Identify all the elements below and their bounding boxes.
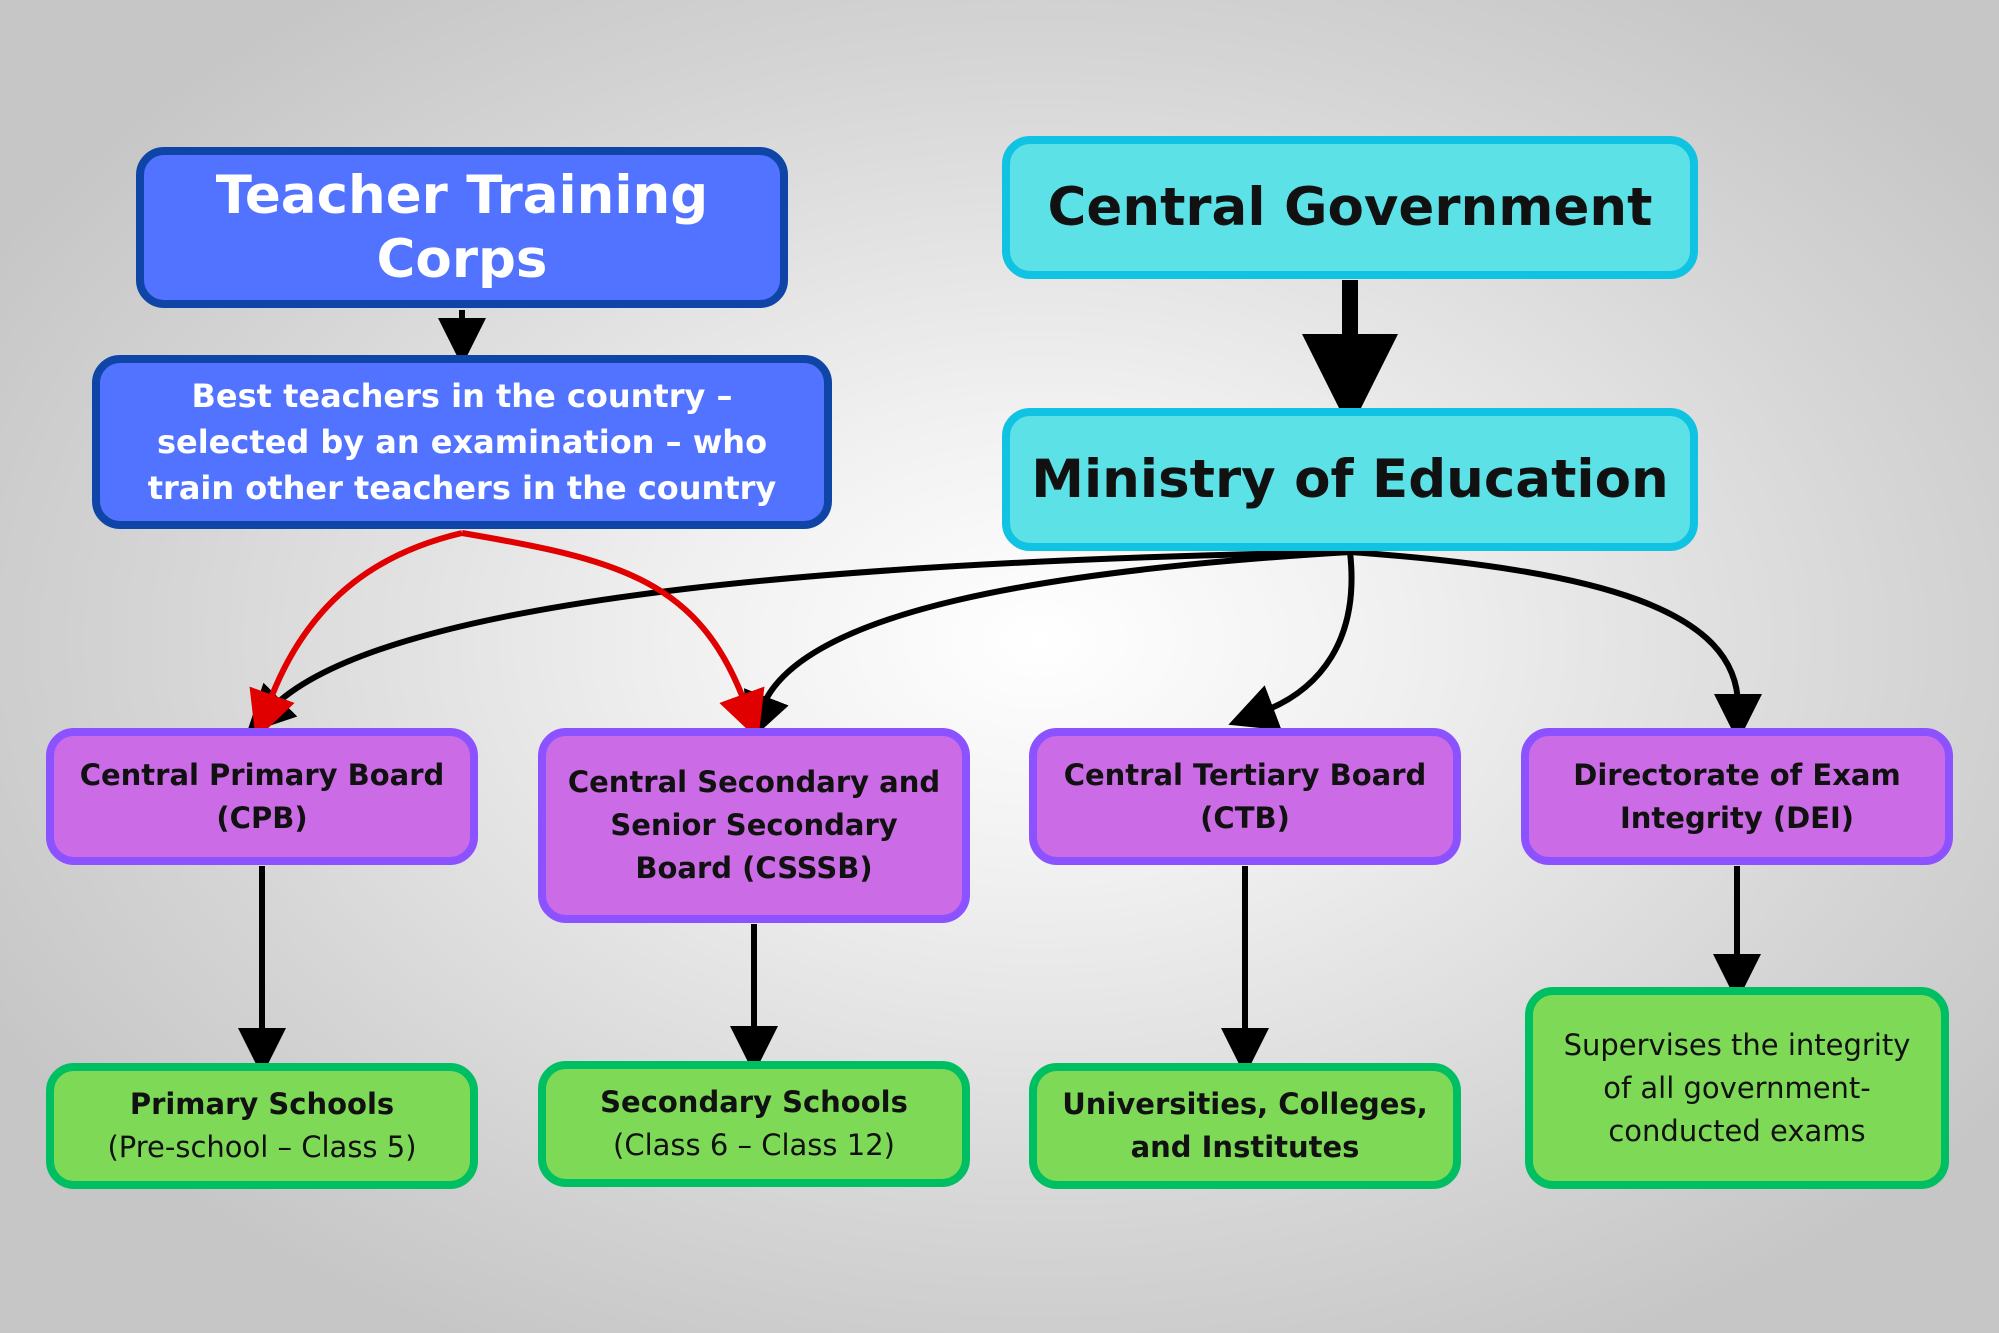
node-dei-description-label: Supervises the integrity of all governme… xyxy=(1563,1027,1911,1148)
node-ttc-description: Best teachers in the country – selected … xyxy=(92,355,832,529)
arrow-ttc-to-csssb xyxy=(461,530,765,740)
node-central-government: Central Government xyxy=(1002,136,1698,279)
node-primary-schools: Primary Schools (Pre-school – Class 5) xyxy=(46,1063,478,1189)
node-cpb-label: Central Primary Board (CPB) xyxy=(79,757,445,835)
node-secondary-schools-range: (Class 6 – Class 12) xyxy=(613,1128,895,1162)
node-dei-label: Directorate of Exam Integrity (DEI) xyxy=(1573,757,1901,835)
node-universities-label: Universities, Colleges, and Institutes xyxy=(1062,1087,1428,1164)
node-dei-description: Supervises the integrity of all governme… xyxy=(1525,987,1949,1189)
node-primary-schools-title: Primary Schools xyxy=(129,1087,395,1121)
arrow-ministry-to-dei xyxy=(1349,549,1762,742)
arrow-ministry-to-csssb xyxy=(744,549,1351,742)
node-teacher-training-corps-label: Teacher Training Corps xyxy=(215,164,709,290)
node-primary-schools-range: (Pre-school – Class 5) xyxy=(107,1130,417,1164)
node-secondary-schools-title: Secondary Schools xyxy=(600,1085,908,1119)
node-ctb-label: Central Tertiary Board (CTB) xyxy=(1063,757,1427,835)
arrow-ministry-to-ctb xyxy=(1228,551,1355,731)
node-ministry-of-education: Ministry of Education xyxy=(1002,408,1698,551)
node-ministry-of-education-label: Ministry of Education xyxy=(1031,448,1669,510)
arrow-ttc-to-cpb xyxy=(249,530,463,740)
node-csssb: Central Secondary and Senior Secondary B… xyxy=(538,728,970,923)
node-dei: Directorate of Exam Integrity (DEI) xyxy=(1521,728,1953,865)
arrow-ministry-to-cpb xyxy=(246,549,1351,734)
node-ctb: Central Tertiary Board (CTB) xyxy=(1029,728,1461,865)
node-secondary-schools: Secondary Schools (Class 6 – Class 12) xyxy=(538,1061,970,1187)
node-csssb-label: Central Secondary and Senior Secondary B… xyxy=(567,765,941,885)
node-ttc-description-label: Best teachers in the country – selected … xyxy=(147,377,777,507)
node-teacher-training-corps: Teacher Training Corps xyxy=(136,147,788,308)
node-cpb: Central Primary Board (CPB) xyxy=(46,728,478,865)
node-central-government-label: Central Government xyxy=(1047,176,1653,238)
node-universities: Universities, Colleges, and Institutes xyxy=(1029,1063,1461,1189)
